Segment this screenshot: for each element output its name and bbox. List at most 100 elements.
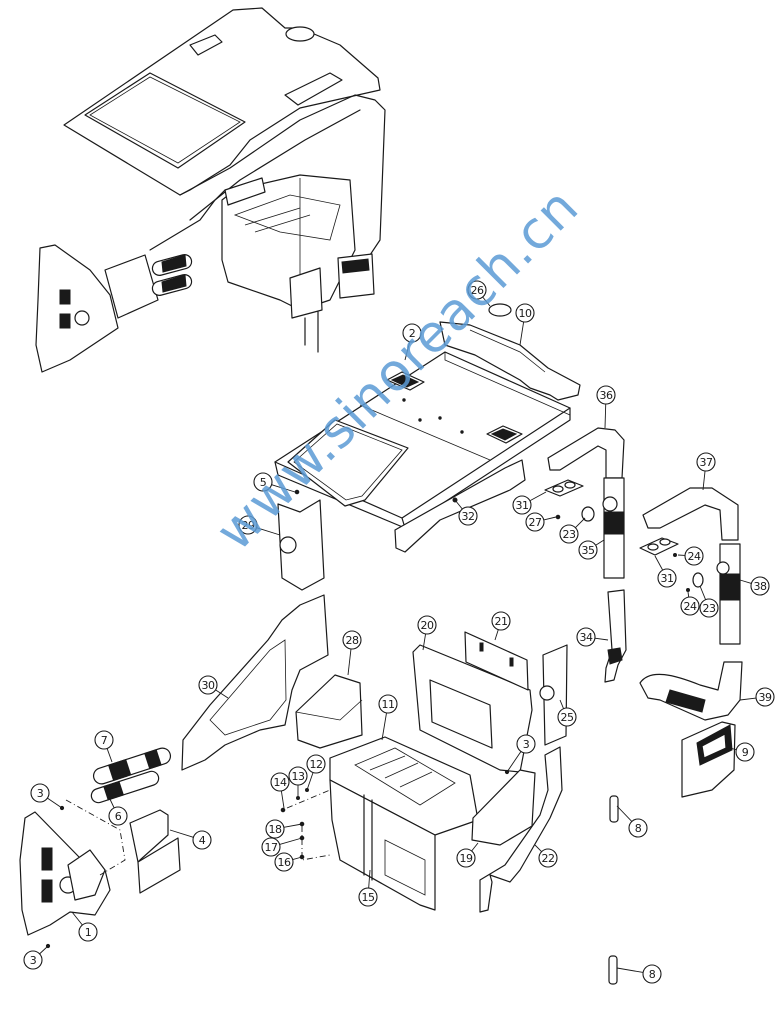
- callout-7: 7: [94, 730, 114, 763]
- callout-label: 1: [85, 926, 92, 939]
- callout-24: 24: [680, 591, 700, 616]
- callout-11: 11: [378, 694, 398, 741]
- callout-34: 34: [576, 627, 609, 647]
- callout-circle: [699, 598, 719, 618]
- leader-line: [687, 591, 690, 598]
- callout-label: 3: [30, 954, 37, 967]
- callout-3: 3: [506, 734, 536, 773]
- callout-circle: [559, 524, 579, 544]
- callout-27: 27: [525, 512, 557, 532]
- leader-line: [559, 699, 564, 709]
- leader-line: [422, 633, 427, 651]
- callout-13: 13: [288, 766, 308, 796]
- vent-duct-part-35: [602, 477, 625, 579]
- callout-circle: [512, 495, 532, 515]
- callout-circle: [342, 630, 362, 650]
- callout-label: 39: [759, 691, 772, 704]
- assembled-cab-overview: [35, 7, 386, 373]
- callout-circle: [578, 540, 598, 560]
- callout-circle: [378, 694, 398, 714]
- callout-label: 24: [688, 550, 701, 563]
- callout-25: 25: [557, 699, 577, 727]
- callout-label: 12: [310, 758, 323, 771]
- callout-circle: [525, 512, 545, 532]
- callout-31: 31: [512, 491, 547, 515]
- callout-8: 8: [616, 805, 648, 838]
- callout-17: 17: [261, 837, 303, 857]
- nozzle-part-23a: [581, 506, 595, 522]
- callout-circle: [274, 852, 294, 872]
- hose-part-7: [92, 747, 172, 785]
- callout-circle: [750, 576, 770, 596]
- duct-elbow-part-36: [547, 427, 625, 479]
- leader-line: [256, 527, 281, 536]
- callout-circle: [467, 280, 487, 300]
- callout-12: 12: [306, 754, 326, 791]
- callout-label: 32: [462, 510, 475, 523]
- leader-line: [454, 499, 463, 510]
- callout-circle: [198, 675, 218, 695]
- callout-32: 32: [454, 499, 478, 526]
- leader-line: [271, 484, 296, 493]
- side-panel-part-1: [19, 811, 111, 936]
- leader-line: [595, 539, 605, 546]
- panel-part-29: [277, 499, 325, 591]
- leader-line: [529, 491, 547, 502]
- screw-part-24b: [686, 588, 690, 592]
- callout-label: 10: [519, 307, 532, 320]
- callout-label: 25: [561, 711, 574, 724]
- callout-circle: [358, 887, 378, 907]
- callout-4: 4: [169, 829, 212, 850]
- callout-38: 38: [739, 576, 770, 596]
- callout-label: 30: [202, 679, 215, 692]
- screw-part-5: [294, 489, 300, 495]
- gasket-part-31b: [639, 537, 679, 556]
- callout-39: 39: [739, 687, 775, 707]
- callout-label: 31: [516, 499, 529, 512]
- callout-label: 26: [471, 284, 484, 297]
- callout-circle: [456, 848, 476, 868]
- callout-label: 16: [278, 856, 291, 869]
- callout-22: 22: [534, 844, 558, 868]
- callout-label: 15: [362, 891, 375, 904]
- callout-14: 14: [270, 772, 290, 809]
- leader-line: [39, 945, 49, 955]
- callout-circle: [30, 783, 50, 803]
- leader-line: [169, 829, 194, 838]
- callout-21: 21: [491, 611, 511, 641]
- callout-label: 9: [742, 746, 749, 759]
- callout-label: 14: [274, 776, 287, 789]
- callout-label: 18: [269, 823, 282, 836]
- callout-label: 20: [421, 619, 434, 632]
- callout-circle: [108, 806, 128, 826]
- callout-circle: [402, 323, 422, 343]
- callout-18: 18: [265, 819, 303, 839]
- callout-circle: [557, 707, 577, 727]
- callout-circle: [538, 848, 558, 868]
- callout-circle: [642, 964, 662, 984]
- callout-10: 10: [515, 303, 535, 346]
- callout-circle: [491, 611, 511, 631]
- callout-circle: [270, 772, 290, 792]
- callout-label: 5: [260, 476, 267, 489]
- callout-circle: [417, 615, 437, 635]
- screw-part-24a: [673, 553, 677, 557]
- callout-label: 19: [460, 852, 473, 865]
- leader-line: [347, 648, 352, 676]
- callout-label: 31: [661, 572, 674, 585]
- leader-line: [292, 856, 303, 861]
- callout-15: 15: [358, 869, 378, 907]
- callout-circle: [238, 515, 258, 535]
- gasket-part-31a: [544, 479, 584, 497]
- flex-duct-part-34: [604, 589, 627, 683]
- callout-label: 4: [199, 834, 206, 847]
- callout-circle: [23, 950, 43, 970]
- rail-part-22: [479, 746, 563, 913]
- leader-line: [107, 794, 115, 809]
- hardware-stack-12-18: [280, 788, 331, 861]
- leader-line: [739, 579, 752, 584]
- callout-circle: [458, 506, 478, 526]
- vent-duct-part-38: [716, 543, 741, 645]
- callout-label: 8: [649, 968, 656, 981]
